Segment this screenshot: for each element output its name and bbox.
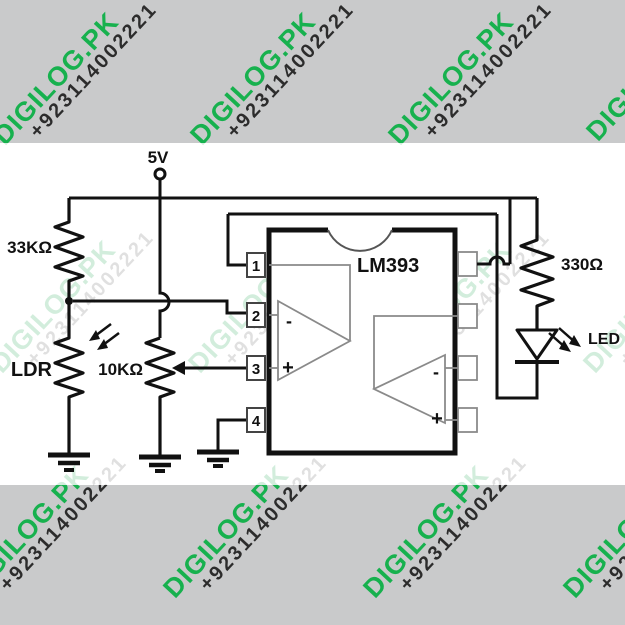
emit-arrow-icon — [559, 340, 571, 352]
ic-right-pins — [457, 251, 478, 433]
comparator-1 — [269, 264, 352, 382]
ground-symbol — [48, 452, 90, 472]
ic-notch — [327, 229, 393, 252]
vcc-pin-wire — [477, 198, 512, 266]
resistor-33k-label: 33KΩ — [7, 238, 52, 257]
ldr-label: LDR — [11, 359, 53, 381]
ground-symbol — [197, 418, 247, 468]
led: LED — [515, 327, 620, 364]
comparator2-plus: + — [431, 408, 443, 430]
resistor-330-label: 330Ω — [561, 255, 603, 274]
resistor-330: 330Ω — [519, 198, 603, 330]
pin-2-number: 2 — [252, 308, 260, 325]
wiper-arrow-icon — [172, 361, 185, 375]
pin-4-number: 4 — [252, 413, 261, 430]
supply-label: 5V — [148, 148, 169, 167]
ic-label: LM393 — [357, 255, 419, 277]
comparator1-plus: + — [282, 357, 294, 379]
light-arrow-icon — [97, 339, 108, 350]
pot-label: 10KΩ — [98, 360, 143, 379]
ic-lm393: LM393 - + - + — [266, 227, 458, 456]
light-arrow-icon — [89, 330, 100, 341]
ic-left-pins: 1 2 3 4 — [246, 252, 266, 433]
ground-symbol — [139, 454, 181, 473]
resistor-33k: 33KΩ — [7, 198, 85, 301]
led-return-wire — [495, 214, 539, 400]
comparator1-minus: - — [286, 311, 292, 331]
ldr: LDR — [11, 297, 120, 455]
junction-dot — [65, 297, 73, 305]
potentiometer-10k: 10KΩ — [98, 336, 247, 457]
supply-wire-with-hop — [158, 179, 171, 338]
comparator-2 — [371, 315, 458, 425]
comparator2-minus: - — [433, 362, 439, 382]
led-label: LED — [588, 331, 620, 348]
emit-arrow-icon — [569, 335, 581, 347]
supply-terminal — [153, 167, 167, 181]
pin-wires — [73, 214, 247, 315]
pin-3-number: 3 — [252, 361, 260, 378]
pin-1-number: 1 — [252, 258, 260, 275]
